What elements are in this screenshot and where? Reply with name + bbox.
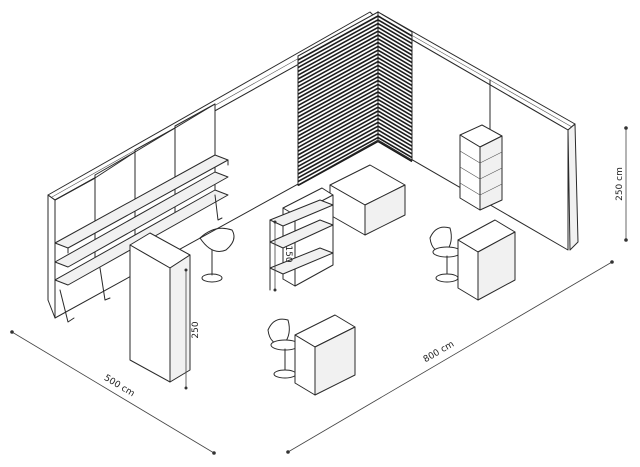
slat-right: [377, 79, 413, 102]
slat-right: [377, 72, 413, 94]
slat-left: [297, 125, 379, 171]
counter-right: [457, 219, 516, 301]
slat-right: [377, 91, 413, 113]
slat-left: [297, 117, 379, 164]
slat-left: [297, 34, 379, 80]
slat-left: [297, 22, 379, 69]
slat-left: [297, 95, 379, 141]
slat-right: [377, 106, 413, 128]
slat-left: [297, 136, 379, 183]
dim-height: [624, 126, 628, 242]
slat-left: [297, 76, 379, 122]
slat-right: [377, 19, 413, 41]
dim-width: [286, 260, 614, 454]
slat-left: [297, 49, 379, 95]
slat-right: [377, 41, 413, 64]
slat-right: [377, 102, 413, 125]
stool-right: [429, 226, 462, 283]
shelving-unit: [269, 187, 334, 291]
slat-right: [377, 125, 413, 147]
slat-left: [297, 26, 379, 73]
slat-left: [297, 53, 379, 99]
slat-left: [297, 140, 379, 187]
slat-right: [377, 53, 413, 75]
slat-right: [377, 45, 413, 68]
slat-right: [377, 57, 413, 79]
tall-column: [129, 232, 191, 383]
height-label: 250 cm: [615, 167, 625, 201]
width-label: 800 cm: [422, 339, 456, 365]
slat-right: [377, 38, 413, 60]
slat-left: [297, 38, 379, 84]
slat-right: [377, 98, 413, 121]
slat-left: [297, 133, 379, 179]
slat-right: [377, 110, 413, 132]
slat-right: [377, 95, 413, 117]
depth-label: 500 cm: [102, 373, 136, 399]
slat-left: [297, 60, 379, 107]
slat-left: [297, 41, 379, 88]
slat-right: [377, 68, 413, 90]
slat-left: [297, 91, 379, 137]
slat-right: [377, 22, 413, 45]
dim-column: [184, 268, 188, 390]
slat-right: [377, 64, 413, 87]
slat-left: [297, 68, 379, 114]
back-counter: [329, 164, 406, 236]
slat-right: [377, 60, 413, 83]
slat-left: [297, 19, 379, 65]
slat-right: [377, 87, 413, 109]
dim-shelf: [273, 220, 277, 292]
cube-shelving: [459, 124, 503, 211]
slat-right: [377, 15, 413, 37]
slat-left: [297, 83, 379, 130]
slat-right: [377, 26, 413, 49]
slat-left: [297, 87, 379, 133]
slat-left: [297, 98, 379, 145]
slat-right: [377, 76, 413, 98]
slat-left: [297, 30, 379, 76]
slat-left: [297, 15, 379, 61]
slat-right: [377, 140, 413, 163]
slat-right: [377, 129, 413, 151]
slat-left: [297, 102, 379, 149]
slat-left: [297, 57, 379, 103]
dim-depth: [10, 330, 216, 455]
slat-right: [377, 114, 413, 136]
slat-right: [377, 34, 413, 56]
slatted-panel: [297, 11, 413, 187]
slat-right: [377, 133, 413, 155]
slat-right: [377, 121, 413, 144]
counter-front: [294, 314, 356, 396]
slat-right: [377, 136, 413, 159]
slat-left: [297, 45, 379, 92]
column-height-label: 250: [191, 321, 201, 338]
slat-left: [297, 79, 379, 126]
slat-left: [297, 121, 379, 168]
slat-right: [377, 30, 413, 52]
slat-right: [377, 117, 413, 140]
slat-left: [297, 106, 379, 152]
stool-front: [267, 318, 300, 379]
slat-left: [297, 129, 379, 175]
slat-left: [297, 114, 379, 160]
slat-left: [297, 64, 379, 111]
shelf-height-label: 150: [283, 245, 293, 262]
stool-left-wall: [199, 227, 235, 283]
slat-right: [377, 83, 413, 106]
wall-shelves: [54, 154, 229, 323]
slat-right: [377, 49, 413, 71]
slat-left: [297, 72, 379, 118]
slat-left: [297, 110, 379, 156]
